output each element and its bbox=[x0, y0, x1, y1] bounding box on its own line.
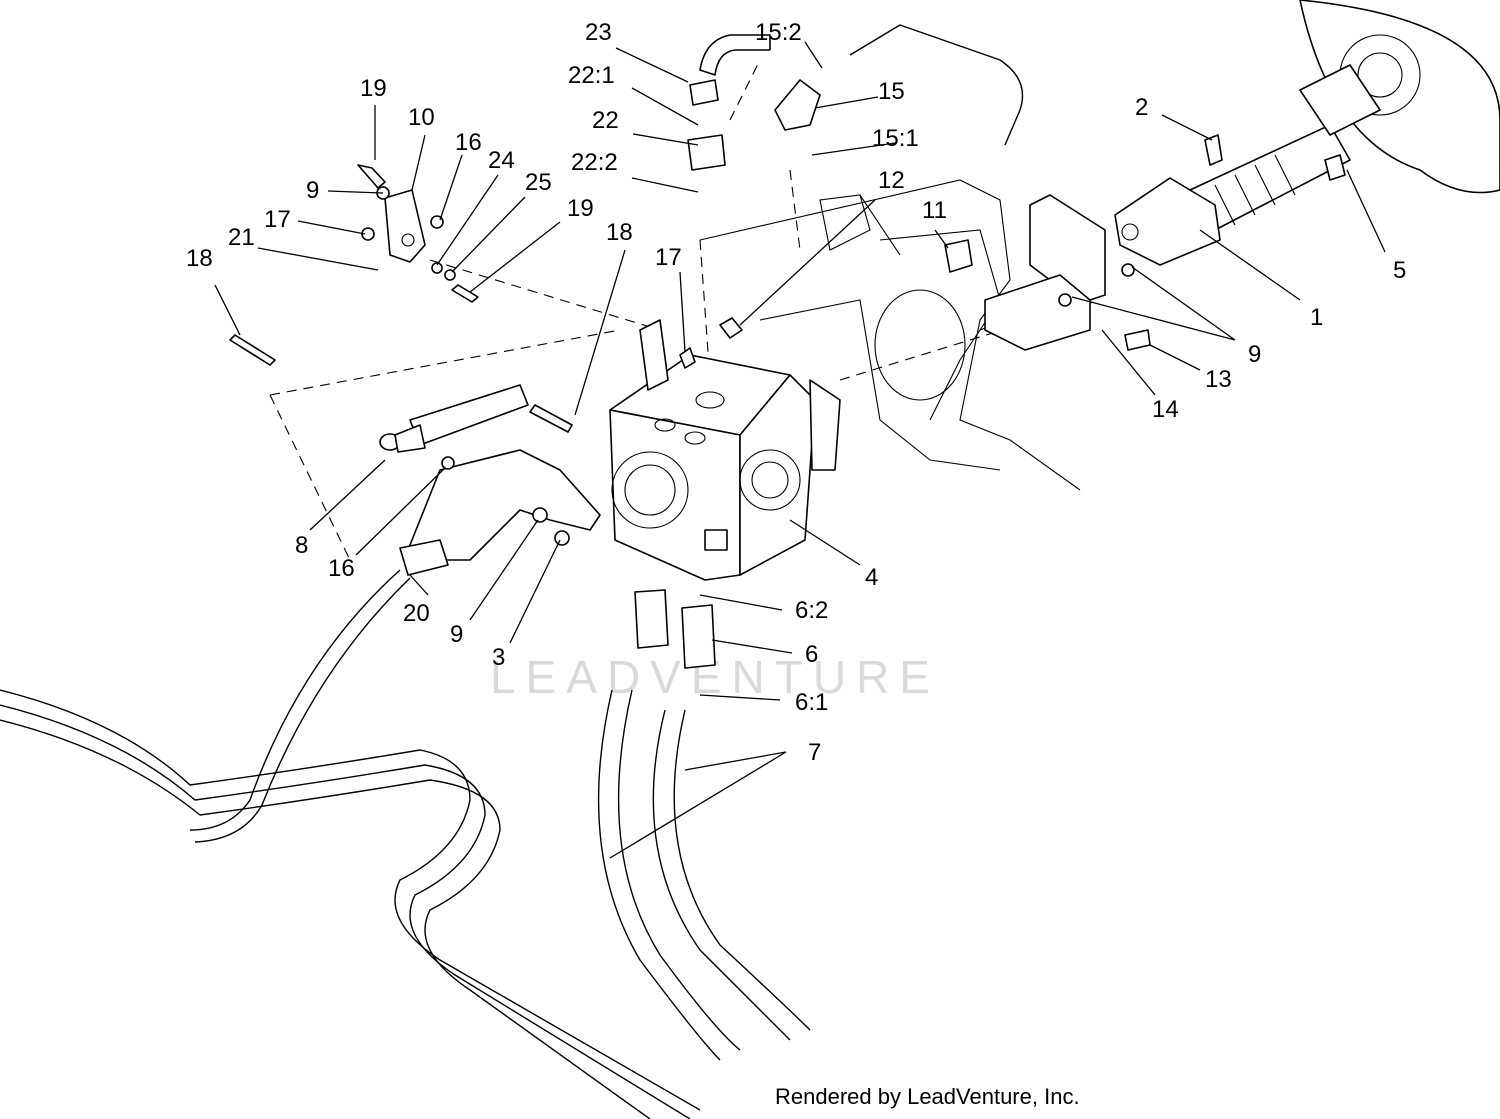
callout-15: 15 bbox=[878, 78, 905, 105]
callout-24: 24 bbox=[488, 147, 515, 174]
render-credit: Rendered by LeadVenture, Inc. bbox=[775, 1084, 1080, 1109]
callout-labels: 1 2 3 4 5 6 6:1 6:2 7 8 9 9 9 10 11 12 1… bbox=[186, 19, 1406, 766]
callout-20: 20 bbox=[403, 600, 430, 627]
callout-22: 22 bbox=[592, 107, 619, 134]
callout-22-2: 22:2 bbox=[571, 149, 618, 176]
mounting-bracket bbox=[984, 194, 1106, 351]
callout-23: 23 bbox=[585, 19, 612, 46]
callout-6-2: 6:2 bbox=[795, 597, 828, 624]
callout-15-2: 15:2 bbox=[755, 19, 802, 46]
fasteners bbox=[229, 134, 1346, 546]
hydraulic-cylinder bbox=[379, 384, 529, 453]
callout-25: 25 bbox=[525, 169, 552, 196]
callout-4: 4 bbox=[865, 564, 878, 591]
callout-16-a: 16 bbox=[455, 129, 482, 156]
callout-14: 14 bbox=[1152, 396, 1179, 423]
callout-9-a: 9 bbox=[306, 177, 319, 204]
callout-22-1: 22:1 bbox=[568, 62, 615, 89]
callout-19-a: 19 bbox=[360, 75, 387, 102]
callout-15-1: 15:1 bbox=[872, 125, 919, 152]
callout-11: 11 bbox=[922, 197, 947, 224]
callout-7: 7 bbox=[808, 739, 821, 766]
control-arm bbox=[399, 449, 601, 576]
callout-10: 10 bbox=[408, 104, 435, 131]
hydraulic-pump bbox=[609, 319, 841, 581]
callout-19-b: 19 bbox=[567, 195, 594, 222]
callout-18-b: 18 bbox=[606, 219, 633, 246]
callout-16-b: 16 bbox=[328, 555, 355, 582]
callout-5: 5 bbox=[1393, 257, 1406, 284]
callout-6: 6 bbox=[805, 641, 818, 668]
callout-18-a: 18 bbox=[186, 245, 213, 272]
callout-17-a: 17 bbox=[264, 206, 291, 233]
hydraulic-hoses bbox=[0, 24, 1024, 1119]
callout-12: 12 bbox=[878, 167, 905, 194]
callout-3: 3 bbox=[492, 644, 505, 671]
control-cable bbox=[189, 569, 411, 843]
callout-21: 21 bbox=[228, 224, 255, 251]
control-plate bbox=[384, 189, 426, 263]
callout-9-c: 9 bbox=[1248, 341, 1261, 368]
callout-17-b: 17 bbox=[655, 244, 682, 271]
leader-lines bbox=[214, 41, 1386, 859]
callout-9-b: 9 bbox=[450, 621, 463, 648]
drive-shaft bbox=[1114, 64, 1381, 266]
callout-1: 1 bbox=[1310, 304, 1323, 331]
callout-8: 8 bbox=[295, 532, 308, 559]
callout-6-1: 6:1 bbox=[795, 689, 828, 716]
callout-13: 13 bbox=[1205, 366, 1232, 393]
callout-2: 2 bbox=[1135, 94, 1148, 121]
